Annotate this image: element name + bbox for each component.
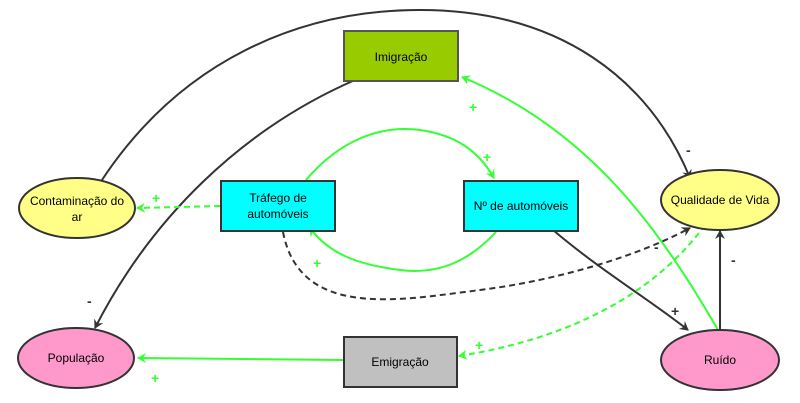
- node-trafego-automoveis: Tráfego de automóveis: [220, 180, 336, 232]
- node-n-automoveis-label: Nº de automóveis: [474, 199, 568, 213]
- sign-ruido-imigracao: +: [469, 99, 477, 115]
- node-trafego-label-line1: Tráfego de: [249, 191, 307, 205]
- sign-ruido-qualidade: -: [731, 252, 736, 268]
- node-emigracao-label: Emigração: [371, 355, 429, 369]
- node-emigracao: Emigração: [343, 336, 458, 388]
- node-n-automoveis: Nº de automóveis: [463, 180, 579, 232]
- node-populacao: População: [17, 327, 135, 389]
- node-contaminacao-label-line1: Contaminação do: [30, 194, 124, 208]
- node-imigracao: Imigração: [343, 30, 459, 82]
- node-contaminacao-do-ar: Contaminação do ar: [18, 177, 136, 239]
- node-ruido-label: Ruído: [704, 353, 736, 367]
- edge-qualidade-emigracao: [458, 224, 706, 360]
- node-qualidade-label: Qualidade de Vida: [671, 193, 770, 207]
- edges: [94, 8, 725, 364]
- node-imigracao-label: Imigração: [375, 50, 428, 64]
- edge-trafego-qualidade: [282, 227, 691, 301]
- edge-imigracao-populacao: [94, 79, 356, 329]
- edge-trafego-contaminacao: [136, 202, 221, 213]
- node-populacao-label: População: [48, 351, 105, 365]
- node-qualidade-de-vida: Qualidade de Vida: [660, 169, 780, 231]
- sign-contaminacao-qualidade: -: [686, 142, 691, 158]
- edge-contaminacao-qualidade: [99, 8, 692, 184]
- sign-imigracao-populacao: -: [87, 293, 92, 309]
- sign-trafego-qualidade: -: [654, 239, 659, 255]
- sign-qualidade-emigracao: +: [475, 337, 483, 353]
- edge-signs: - - + + + + - + + + -: [87, 99, 736, 386]
- edge-n_automoveis-ruido: [552, 229, 689, 331]
- sign-trafego-contaminacao: +: [152, 190, 160, 206]
- node-ruido: Ruído: [660, 329, 780, 391]
- edge-n_automoveis-trafego: [309, 227, 497, 272]
- edge-trafego-n_automoveis: [305, 128, 495, 181]
- node-trafego-label-line2: automóveis: [247, 207, 308, 221]
- sign-n_automoveis-ruido: +: [671, 303, 679, 319]
- sign-emigracao-populacao: +: [151, 370, 159, 386]
- node-contaminacao-label-line2: ar: [72, 210, 83, 224]
- edge-ruido-imigracao: [461, 75, 719, 331]
- sign-trafego-n_automoveis: +: [483, 149, 491, 165]
- sign-n_automoveis-trafego: +: [313, 255, 321, 271]
- edge-emigracao-populacao: [137, 353, 344, 364]
